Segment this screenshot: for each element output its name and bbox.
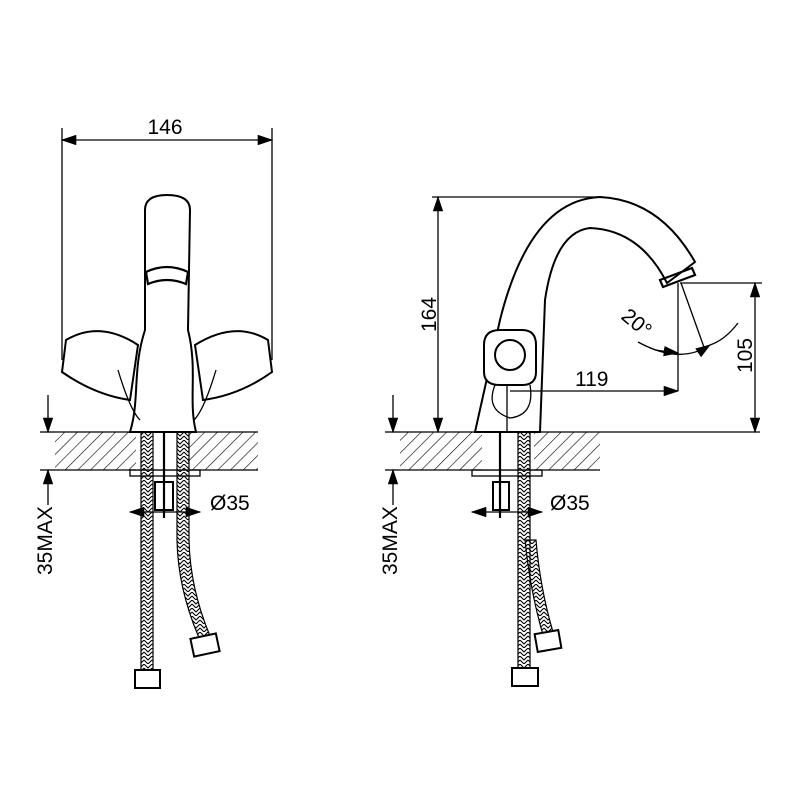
countertop-section xyxy=(55,431,258,477)
height-label: 164 xyxy=(418,297,441,332)
countertop-max-label: 35MAX xyxy=(34,506,57,575)
countertop-max-dim-front: 35MAX xyxy=(34,395,57,575)
front-view: 146 Ø35 35MAX xyxy=(34,116,274,689)
hole-diameter-dim-side: Ø35 xyxy=(470,492,590,518)
faucet-front xyxy=(60,193,274,433)
countertop-section-side xyxy=(400,431,760,477)
supply-hoses-front xyxy=(134,431,221,689)
reach-dimension: 119 xyxy=(506,283,680,432)
reach-label: 119 xyxy=(575,368,608,391)
width-dimension: 146 xyxy=(60,116,274,360)
spout-height-dimension: 105 xyxy=(680,281,762,434)
hole-diameter-dim-front: Ø35 xyxy=(128,492,250,518)
height-dimension: 164 xyxy=(418,195,600,434)
hole-diameter-label-side: Ø35 xyxy=(550,492,590,515)
side-view: 164 119 105 20° xyxy=(379,195,762,687)
angle-label: 20° xyxy=(617,304,656,342)
countertop-max-label-side: 35MAX xyxy=(379,506,402,575)
faucet-side xyxy=(473,195,697,433)
countertop-max-dim-side: 35MAX xyxy=(379,395,402,575)
hole-diameter-label: Ø35 xyxy=(210,492,250,515)
width-label: 146 xyxy=(147,116,182,139)
spout-height-label: 105 xyxy=(734,338,757,373)
